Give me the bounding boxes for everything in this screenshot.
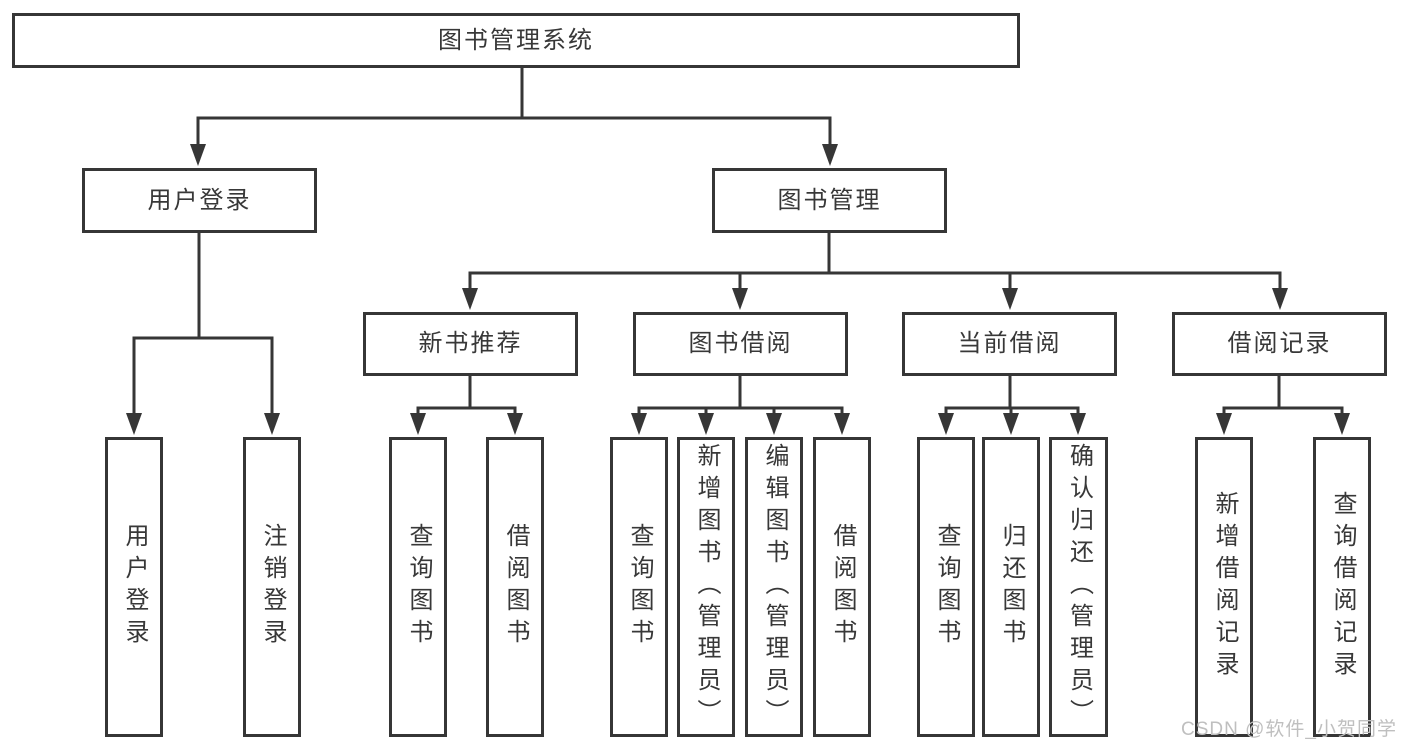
arrow-down-icon	[938, 413, 954, 435]
arrow-down-icon	[190, 144, 206, 166]
leaf-add-borrow-record: 新增借阅记录	[1195, 437, 1253, 737]
arrow-down-icon	[766, 413, 782, 435]
leaf-query-books-recommend-label: 查询图书	[405, 523, 432, 651]
leaf-add-books-admin-label: 新增图书（管理员）	[693, 443, 720, 731]
arrow-down-icon	[698, 413, 714, 435]
leaf-edit-books-admin: 编辑图书（管理员）	[745, 437, 803, 737]
leaf-query-books-borrow: 查询图书	[610, 437, 668, 737]
leaf-return-books: 归还图书	[982, 437, 1040, 737]
connector-book-borrow-to-leaves	[637, 373, 844, 416]
arrow-down-icon	[507, 413, 523, 435]
leaf-query-books-recommend: 查询图书	[389, 437, 447, 737]
arrow-down-icon	[1003, 413, 1019, 435]
leaf-query-books-borrow-label: 查询图书	[626, 523, 653, 651]
node-new-book-recommend: 新书推荐	[363, 312, 578, 376]
arrow-down-icon	[1002, 288, 1018, 310]
arrow-down-icon	[126, 413, 142, 435]
node-borrow-records: 借阅记录	[1172, 312, 1387, 376]
leaf-confirm-return-admin: 确认归还（管理员）	[1049, 437, 1108, 737]
arrow-down-icon	[1070, 413, 1086, 435]
node-user-login: 用户登录	[82, 168, 317, 233]
leaf-user-login-label: 用户登录	[121, 523, 148, 651]
leaf-add-borrow-record-label: 新增借阅记录	[1211, 491, 1238, 683]
node-current-borrow: 当前借阅	[902, 312, 1117, 376]
leaf-borrow-books: 借阅图书	[813, 437, 871, 737]
leaf-logout-label: 注销登录	[259, 523, 286, 651]
leaf-query-borrow-record: 查询借阅记录	[1313, 437, 1371, 737]
arrow-down-icon	[1216, 413, 1232, 435]
csdn-watermark: CSDN @软件_小贺同学	[1181, 719, 1397, 740]
leaf-add-books-admin: 新增图书（管理员）	[677, 437, 735, 737]
arrow-down-icon	[822, 144, 838, 166]
node-book-management: 图书管理	[712, 168, 947, 233]
arrow-down-icon	[410, 413, 426, 435]
connector-current-borrow-to-leaves	[944, 373, 1080, 416]
arrow-down-icon	[732, 288, 748, 310]
leaf-return-books-label: 归还图书	[998, 523, 1025, 651]
arrow-down-icon	[1272, 288, 1288, 310]
leaf-query-books-current-label: 查询图书	[933, 523, 960, 651]
connector-root-to-level2	[196, 64, 832, 150]
leaf-logout: 注销登录	[243, 437, 301, 737]
leaf-borrow-books-recommend-label: 借阅图书	[502, 523, 529, 651]
arrow-down-icon	[834, 413, 850, 435]
arrow-down-icon	[1334, 413, 1350, 435]
leaf-query-borrow-record-label: 查询借阅记录	[1329, 491, 1356, 683]
leaf-borrow-books-label: 借阅图书	[829, 523, 856, 651]
node-root-library-system: 图书管理系统	[12, 13, 1020, 68]
leaf-user-login: 用户登录	[105, 437, 163, 737]
arrow-down-icon	[631, 413, 647, 435]
connector-borrow-records-to-leaves	[1222, 373, 1344, 416]
arrow-down-icon	[264, 413, 280, 435]
leaf-borrow-books-recommend: 借阅图书	[486, 437, 544, 737]
leaf-query-books-current: 查询图书	[917, 437, 975, 737]
node-book-borrow: 图书借阅	[633, 312, 848, 376]
leaf-confirm-return-admin-label: 确认归还（管理员）	[1065, 443, 1093, 731]
arrow-down-icon	[462, 288, 478, 310]
leaf-edit-books-admin-label: 编辑图书（管理员）	[761, 443, 788, 731]
connector-user-login-to-leaves	[132, 229, 274, 416]
connector-new-book-recommend-to-leaves	[416, 373, 517, 416]
connector-book-management-to-level3	[468, 229, 1282, 292]
